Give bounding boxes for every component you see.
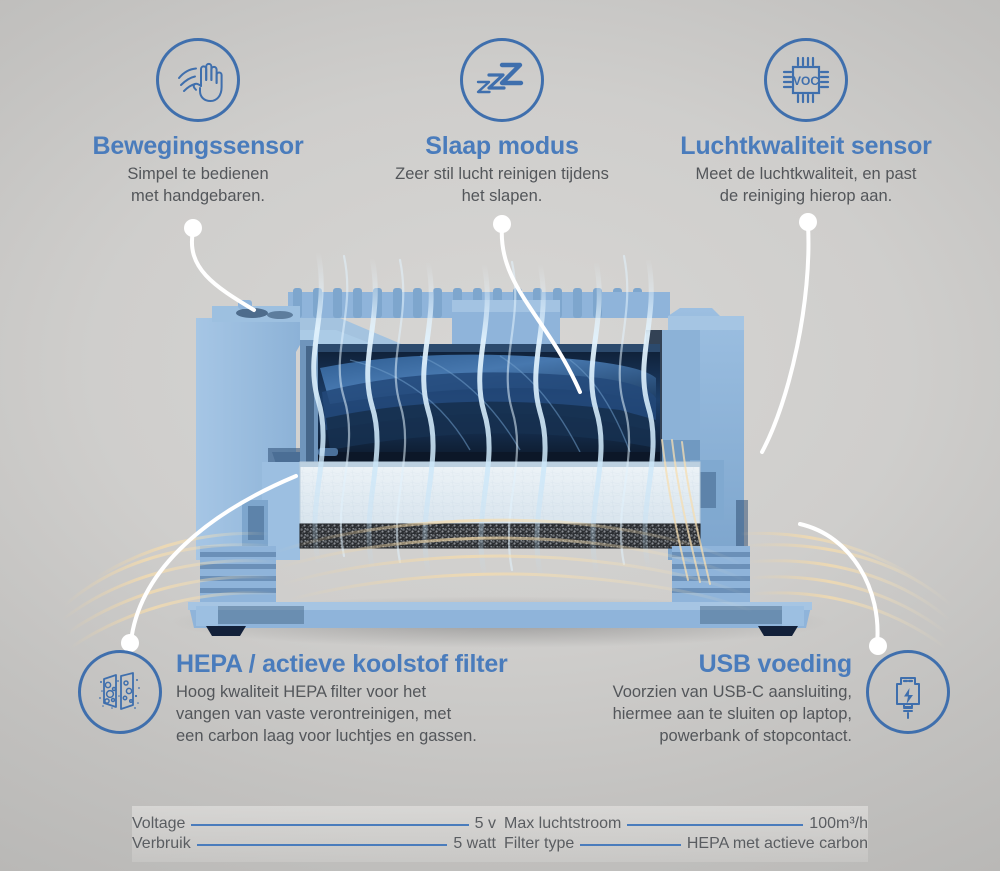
spec-row-voltage: Voltage 5 v xyxy=(132,815,496,833)
feature-text-block: USB voeding Voorzien van USB-C aansluiti… xyxy=(613,650,853,747)
feature-text-block: HEPA / actieve koolstof filter Hoog kwal… xyxy=(176,650,508,747)
feature-description: Zeer stil lucht reinigen tijdens het sla… xyxy=(352,164,652,208)
hand-gesture-icon xyxy=(156,38,240,122)
hepa-filter-layer xyxy=(299,461,701,525)
spec-value: HEPA met actieve carbon xyxy=(686,835,868,852)
desc-line: Voorzien van USB-C aansluiting, xyxy=(612,683,852,701)
feature-description: Meet de luchtkwaliteit, en past de reini… xyxy=(656,164,956,208)
feature-description: Voorzien van USB-C aansluiting, hiermee … xyxy=(613,682,852,747)
feature-motion-sensor: Bewegingssensor Simpel te bedienen met h… xyxy=(48,38,348,208)
spec-value: 5 v xyxy=(474,815,496,832)
right-housing xyxy=(646,308,748,560)
spec-column-left: Voltage 5 v Verbruik 5 watt xyxy=(132,806,500,862)
filter-layers-icon xyxy=(78,650,162,734)
desc-line: Hoog kwaliteit HEPA filter voor het xyxy=(176,683,427,701)
leader-hepa xyxy=(129,474,298,643)
desc-line: powerbank of stopcontact. xyxy=(659,726,852,745)
feature-title: Slaap modus xyxy=(425,132,579,160)
feature-icon-wrap xyxy=(78,650,162,734)
top-vent-fins xyxy=(288,288,670,318)
clean-air-stream xyxy=(311,249,656,575)
desc-line: het slapen. xyxy=(461,186,543,205)
feature-icon-wrap xyxy=(352,38,652,122)
desc-line: hiermee aan te sluiten op laptop, xyxy=(612,704,852,723)
desc-line: Simpel te bedienen xyxy=(127,165,269,183)
feature-hepa-filter: HEPA / actieve koolstof filter Hoog kwal… xyxy=(78,650,548,747)
spec-leader-line xyxy=(580,844,681,846)
spec-label: Filter type xyxy=(504,835,575,852)
spec-label: Max luchtstroom xyxy=(504,815,622,832)
leader-sleep xyxy=(499,225,582,394)
feature-title: HEPA / actieve koolstof filter xyxy=(176,650,508,678)
spec-column-right: Max luchtstroom 100m³/h Filter type HEPA… xyxy=(500,806,868,862)
feature-title: Luchtkwaliteit sensor xyxy=(680,132,932,160)
spec-leader-line xyxy=(627,824,804,826)
leader-usb xyxy=(798,522,880,646)
spec-value: 5 watt xyxy=(453,835,496,852)
voc-chip-label: VOC xyxy=(793,74,819,88)
stand-legs xyxy=(200,546,750,602)
spec-leader-line xyxy=(191,824,469,826)
left-housing xyxy=(196,300,420,560)
desc-line: vangen van vaste verontreinigen, met xyxy=(176,704,452,723)
spec-row-consumption: Verbruik 5 watt xyxy=(132,835,496,853)
spec-row-filter-type: Filter type HEPA met actieve carbon xyxy=(504,835,868,853)
feature-sleep-mode: Slaap modus Zeer stil lucht reinigen tij… xyxy=(352,38,652,208)
feature-air-quality-sensor: VOC Luchtkwaliteit sensor Meet de luchtk… xyxy=(656,38,956,208)
desc-line: Zeer stil lucht reinigen tijdens xyxy=(395,165,609,183)
desc-line: de reiniging hierop aan. xyxy=(719,186,893,205)
usb-plug-icon xyxy=(866,650,950,734)
interior-chamber xyxy=(312,352,660,462)
base-plate xyxy=(188,602,812,636)
intake-airflow-center xyxy=(274,518,756,614)
specifications-panel: Voltage 5 v Verbruik 5 watt Max luchtstr… xyxy=(132,806,868,862)
feature-icon-wrap xyxy=(866,650,950,734)
sleep-zzz-icon xyxy=(460,38,544,122)
spec-label: Verbruik xyxy=(132,835,191,852)
spec-value: 100m³/h xyxy=(809,815,868,832)
feature-usb-power: USB voeding Voorzien van USB-C aansluiti… xyxy=(530,650,950,747)
feature-description: Hoog kwaliteit HEPA filter voor het vang… xyxy=(176,682,508,747)
spec-leader-line xyxy=(196,844,448,846)
voc-chip-icon: VOC xyxy=(764,38,848,122)
intake-airflow-left xyxy=(60,531,282,650)
feature-title: USB voeding xyxy=(698,650,853,678)
desc-line: met handgebaren. xyxy=(131,186,265,205)
top-cap xyxy=(452,300,560,372)
spec-row-airflow: Max luchtstroom 100m³/h xyxy=(504,815,868,833)
feature-icon-wrap xyxy=(48,38,348,122)
inner-frame xyxy=(300,340,660,470)
spec-label: Voltage xyxy=(132,815,186,832)
leader-motion xyxy=(189,229,256,312)
carbon-filter-layer xyxy=(299,523,701,549)
feature-description: Simpel te bedienen met handgebaren. xyxy=(48,164,348,208)
leader-voc xyxy=(760,223,811,454)
desc-line: een carbon laag voor luchtjes en gassen. xyxy=(176,726,477,745)
feature-title: Bewegingssensor xyxy=(92,132,304,160)
feature-icon-wrap: VOC xyxy=(656,38,956,122)
desc-line: Meet de luchtkwaliteit, en past xyxy=(695,165,917,183)
leader-dots xyxy=(121,213,887,655)
intake-airflow-right xyxy=(738,531,954,650)
